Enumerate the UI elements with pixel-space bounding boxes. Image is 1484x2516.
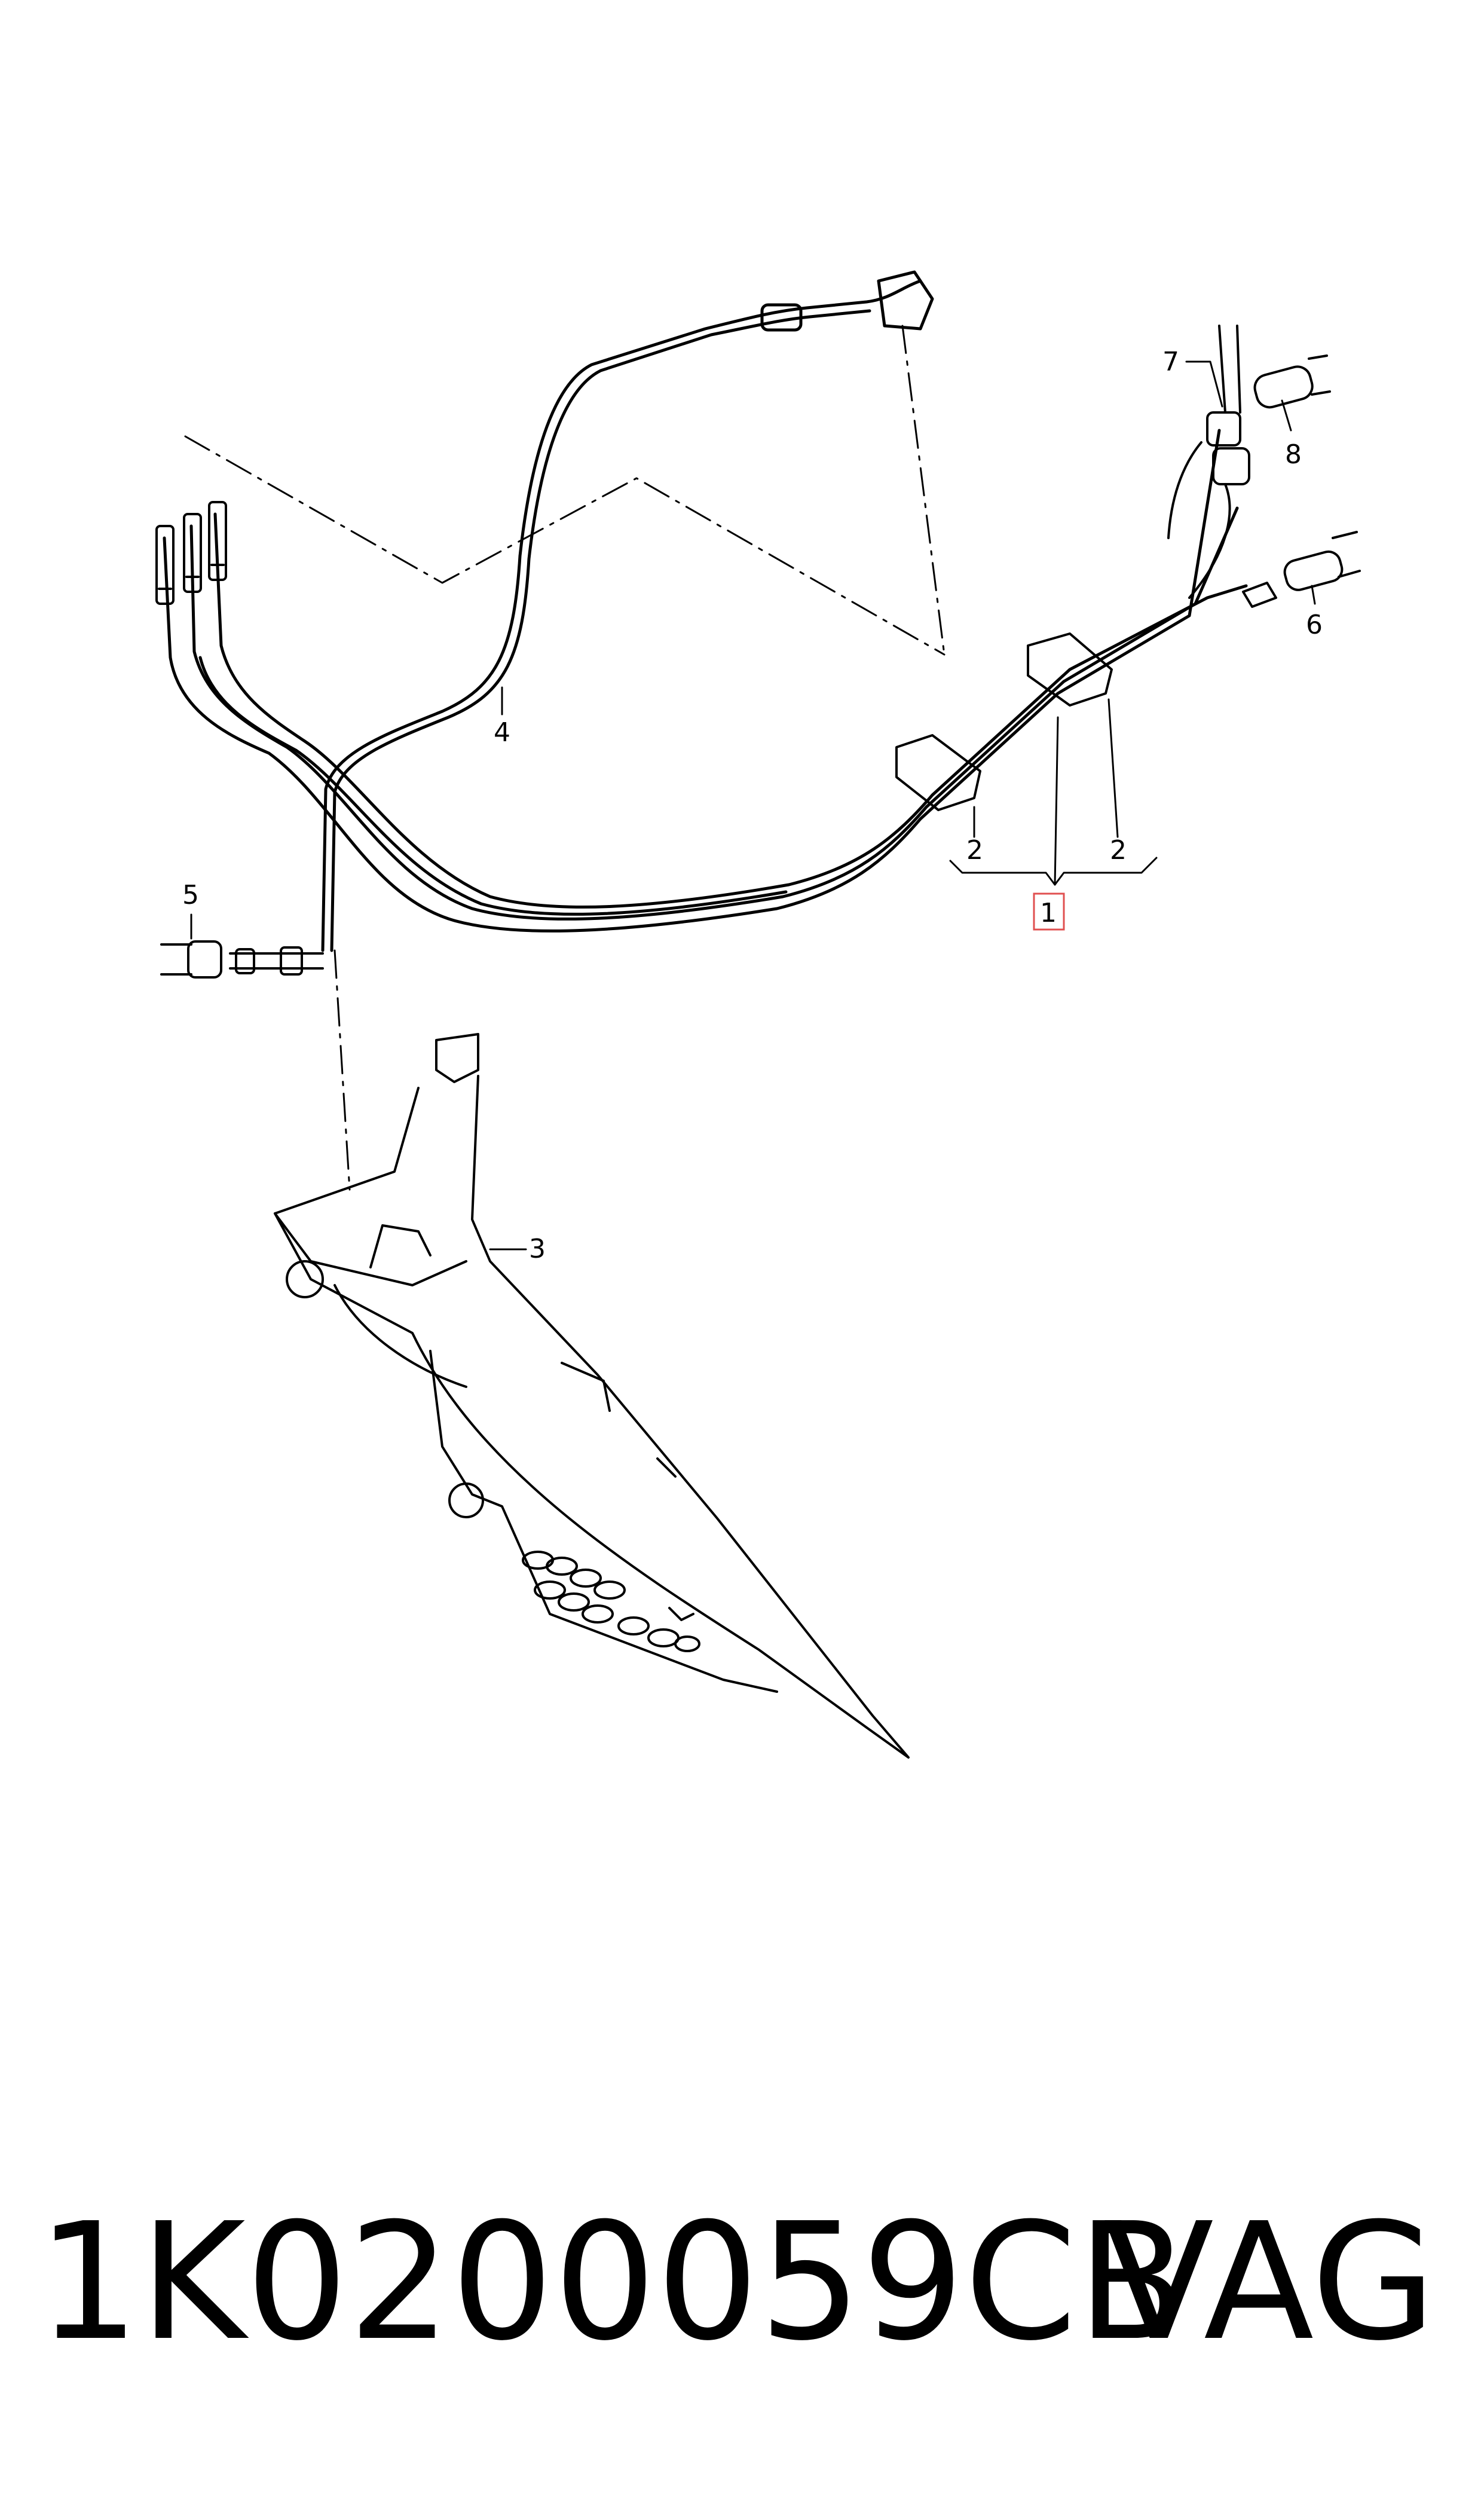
callout-6: 6 [1306,610,1323,640]
callout-8: 8 [1285,439,1302,470]
reference-lines [184,325,946,1191]
callout-7: 7 [1162,347,1179,377]
right-connectors [1167,325,1361,608]
fuel-line-bundle [163,429,1248,933]
callout-5: 5 [182,880,199,910]
callout-2b: 2 [1110,835,1127,866]
highlight-box [1033,892,1065,931]
line-5-end [160,940,324,979]
left-connector-ends [155,501,227,605]
brand-name: VAG [1103,2188,1436,2376]
leader-lines [190,360,1316,1251]
callout-1: 1 [1040,898,1057,928]
bundle-clips [895,632,1113,811]
part-label: 1K0200059CB VAG [0,2188,1484,2376]
callout-2a: 2 [966,835,983,866]
callout-4: 4 [494,717,510,748]
line-4 [321,270,934,952]
callout-3: 3 [529,1234,546,1264]
bracket [274,1033,910,1759]
part-number: 1K0200059CB [37,2188,1188,2376]
